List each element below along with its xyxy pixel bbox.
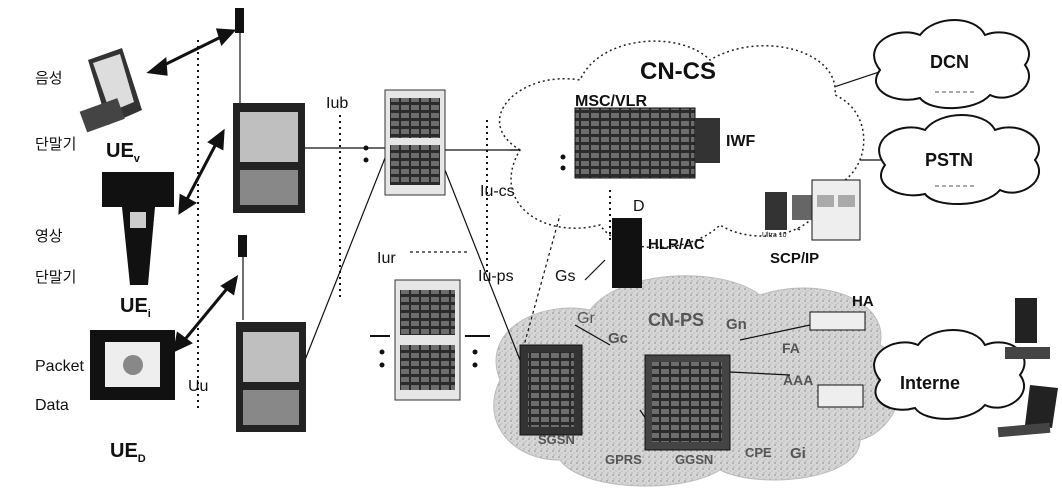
rnc-rack-bottom — [395, 280, 460, 400]
ue-voice-label: UEv — [106, 140, 140, 165]
scp-ip-label: SCP/IP — [770, 250, 819, 267]
iu-ps-interface-label: Iu-ps — [478, 268, 514, 286]
video-terminal-label-2: 단말기 — [35, 266, 76, 287]
packet-terminal-icon — [90, 330, 175, 400]
pstn-label: PSTN — [925, 150, 973, 171]
node-b-rack-bottom — [236, 322, 306, 432]
antenna-icon — [235, 8, 244, 33]
msc-vlr-label: MSC/VLR — [575, 93, 647, 111]
iu-cs-interface-label: Iu-cs — [480, 183, 515, 201]
fa-label: FA — [782, 340, 800, 356]
dcn-label: DCN — [930, 52, 969, 73]
iub-interface-label: Iub — [326, 95, 348, 113]
d-interface-label: D — [633, 198, 645, 216]
hlr-ac-label: HLR/AC — [648, 236, 705, 253]
gs-interface-label: Gs — [555, 268, 575, 286]
voice-terminal-label-1: 음성 — [35, 67, 63, 88]
cpe-label: CPE — [745, 445, 772, 460]
node-b-rack-top — [233, 103, 305, 213]
gc-interface-label: Gc — [608, 330, 628, 347]
antenna-icon — [238, 235, 247, 257]
hlr-ac-rack — [612, 218, 642, 288]
cn-ps-title: CN-PS — [648, 310, 704, 331]
aaa-label: AAA — [783, 372, 813, 388]
iwf-label: IWF — [726, 133, 755, 151]
sgsn-label: SGSN — [538, 432, 575, 447]
packet-terminal-label-1: Packet — [35, 358, 84, 376]
voice-phone-icon — [80, 48, 142, 132]
uu-interface-label: Uu — [188, 378, 208, 396]
voice-terminal-label-2: 단말기 — [35, 133, 76, 154]
cn-cs-title: CN-CS — [640, 58, 716, 86]
video-terminal-icon — [102, 172, 174, 285]
rnc-rack-top — [385, 90, 445, 195]
ue-video-label: UEi — [120, 295, 151, 320]
video-terminal-label-1: 영상 — [35, 225, 63, 246]
gi-interface-label: Gi — [790, 445, 806, 462]
workstation-icon — [1005, 298, 1050, 359]
packet-terminal-label-2: Data — [35, 397, 69, 415]
ha-label: HA — [852, 293, 874, 310]
gprs-label: GPRS — [605, 452, 642, 467]
ggsn-label: GGSN — [675, 452, 713, 467]
gr-interface-label: Gr — [577, 310, 595, 328]
ha-server — [810, 312, 865, 330]
aaa-server — [818, 385, 863, 407]
iur-interface-label: Iur — [377, 250, 396, 268]
gn-interface-label: Gn — [726, 316, 747, 333]
ue-packet-label: UED — [110, 440, 146, 465]
sgsn-rack — [520, 345, 582, 435]
scp-small-label: Ultra 10 — [762, 232, 787, 239]
internet-label: Interne — [900, 373, 960, 394]
ggsn-rack — [645, 355, 730, 450]
